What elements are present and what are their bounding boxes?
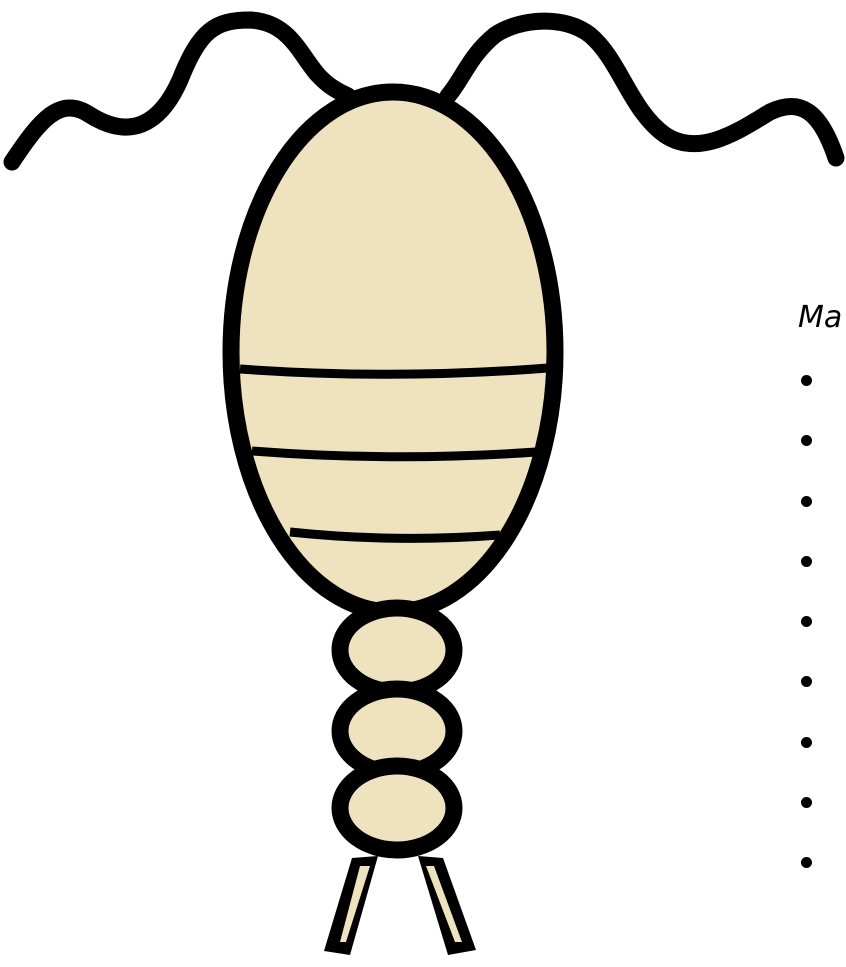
right-antenna [448,21,836,158]
urosome-segment-1 [340,608,454,692]
bullet-dot [801,857,812,868]
bullet-dot [801,496,812,507]
list-item [798,541,846,601]
list-item [798,481,846,541]
bullet-dot [801,616,812,627]
bullet-dot [801,556,812,567]
bullet-dot [801,375,812,386]
urosome-segment-3 [340,766,454,850]
list-item [798,360,846,420]
bullet-dot [801,435,812,446]
list-item [798,601,846,661]
list-item [798,420,846,480]
bullet-dot [801,797,812,808]
bullet-list [798,360,846,898]
caption-title: Ma [798,298,842,338]
list-item [798,661,846,721]
bullet-dot [801,737,812,748]
list-item [798,782,846,842]
list-item [798,722,846,782]
caption-panel: Ma [798,298,846,898]
list-item [798,842,846,898]
bullet-dot [801,676,812,687]
